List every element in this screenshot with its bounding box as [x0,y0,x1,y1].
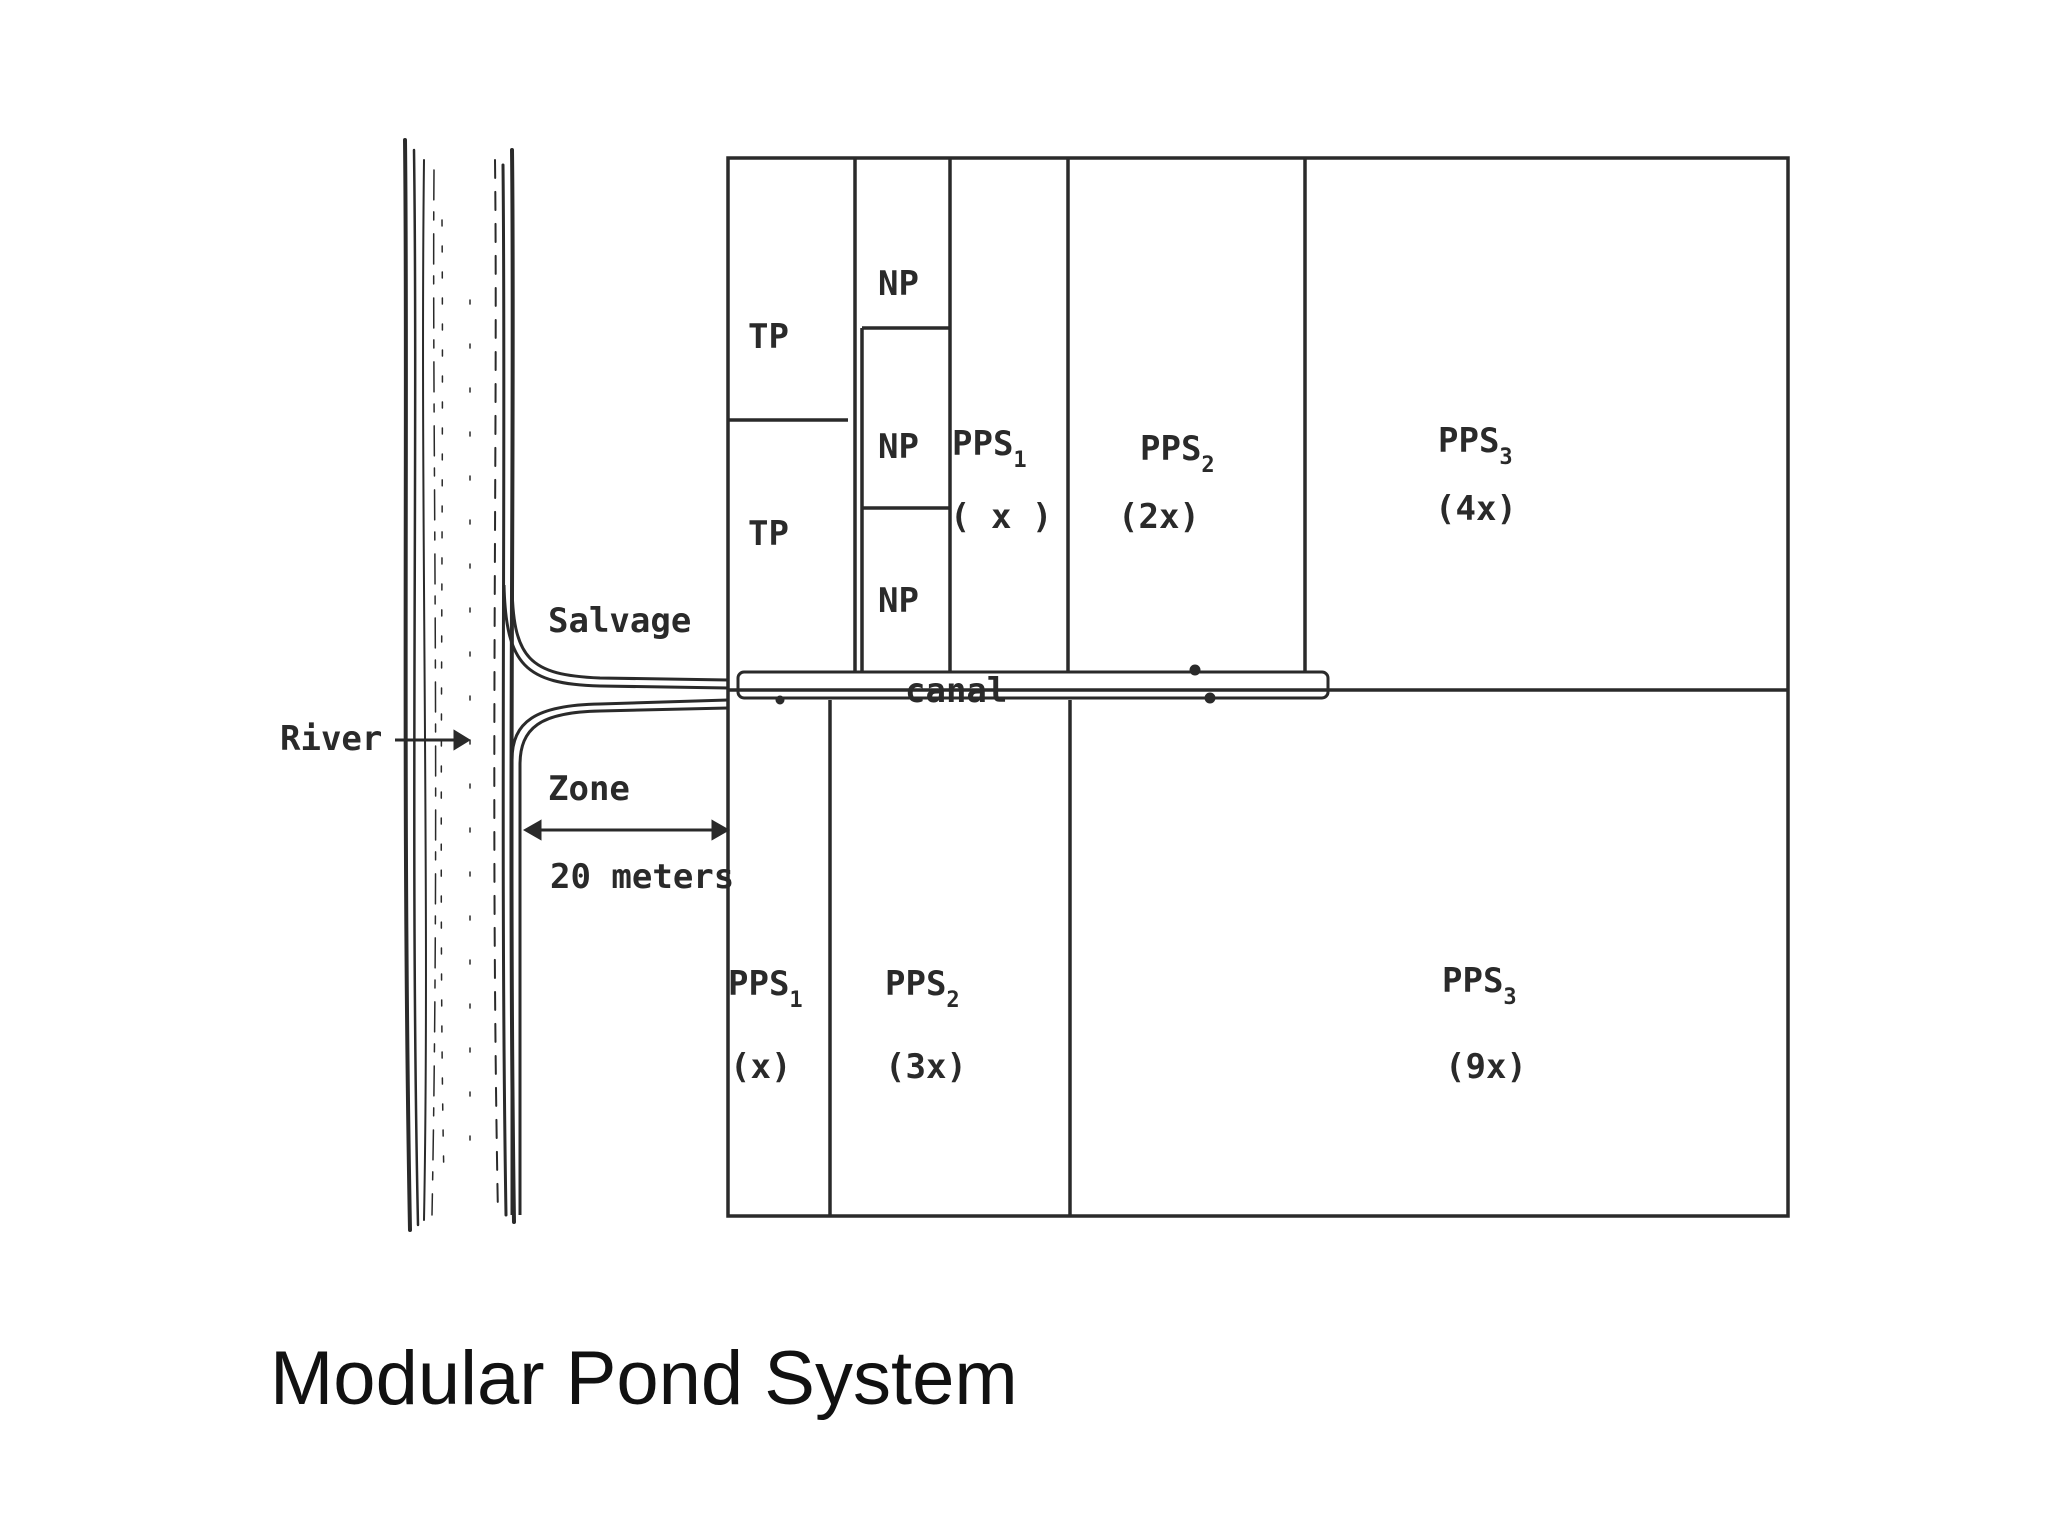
salvage-label: Salvage [548,601,691,641]
lower-pps3-name: PPS3 [1442,961,1517,1010]
tp-bottom-label: TP [748,514,789,554]
canal-label: canal [905,671,1007,711]
salvage-channel [502,579,729,1215]
lower-pps2-factor: (3x) [885,1047,967,1087]
pond-grid [726,156,1790,1218]
canal [736,664,1330,705]
distance-arrow [522,819,731,841]
upper-pps1-name: PPS1 [952,424,1027,473]
np-bottom-label: NP [878,581,919,621]
river-label: River [280,719,382,759]
distance-label: 20 meters [550,857,734,897]
lower-pps1-name: PPS1 [728,964,803,1013]
upper-pps1-factor: ( x ) [950,497,1052,537]
upper-pps3-name: PPS3 [1438,421,1513,470]
lower-pps3-factor: (9x) [1445,1047,1527,1087]
tp-top-label: TP [748,317,789,357]
diagram-caption: Modular Pond System [270,1336,1018,1421]
river-banks [403,138,516,1232]
np-top-label: NP [878,264,919,304]
upper-pps2-factor: (2x) [1118,497,1200,537]
zone-label: Zone [548,769,630,809]
lower-pps1-factor: (x) [730,1047,791,1087]
np-mid-label: NP [878,427,919,467]
lower-pps2-name: PPS2 [885,964,960,1013]
river-arrow [395,729,471,751]
upper-pps3-factor: (4x) [1435,489,1517,529]
upper-pps2-name: PPS2 [1140,429,1215,478]
